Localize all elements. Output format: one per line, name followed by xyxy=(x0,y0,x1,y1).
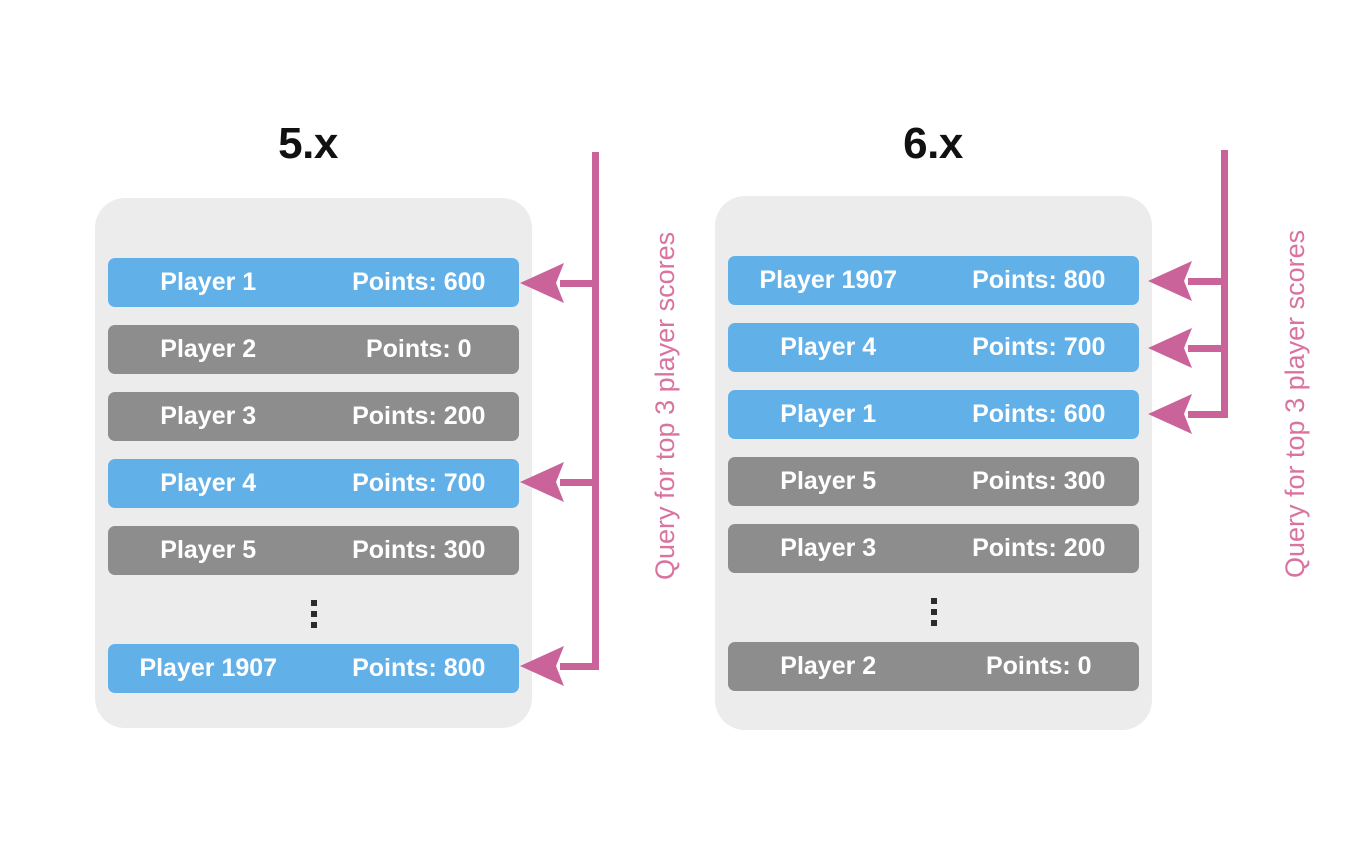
player-name: Player 5 xyxy=(780,467,877,495)
annotation-label-right: Query for top 3 player scores xyxy=(1280,229,1310,578)
column-title-6x: 6.x xyxy=(903,119,963,168)
list-item[interactable]: Player 5 Points: 300 xyxy=(108,526,519,575)
list-item[interactable]: Player 1 Points: 600 xyxy=(108,258,519,307)
column-title-5x: 5.x xyxy=(278,119,338,168)
list-item[interactable]: Player 5 Points: 300 xyxy=(728,457,1139,506)
leaderboard-panel-6x: Player 1907 Points: 800 Player 4 Points:… xyxy=(715,196,1152,730)
vertical-ellipsis-icon xyxy=(728,592,1139,632)
player-points: Points: 800 xyxy=(352,654,486,682)
player-name: Player 1 xyxy=(160,268,257,296)
player-name: Player 2 xyxy=(160,335,257,363)
list-item[interactable]: Player 4 Points: 700 xyxy=(108,459,519,508)
vertical-ellipsis-icon xyxy=(108,594,519,634)
annotation-stub-left-2 xyxy=(560,479,596,486)
player-name: Player 1907 xyxy=(139,654,278,682)
player-points: Points: 200 xyxy=(972,534,1106,562)
player-name: Player 3 xyxy=(160,402,257,430)
list-item[interactable]: Player 1 Points: 600 xyxy=(728,390,1139,439)
player-points: Points: 200 xyxy=(352,402,486,430)
player-name: Player 1 xyxy=(780,400,877,428)
player-name: Player 1907 xyxy=(759,266,898,294)
annotation-spine-left xyxy=(592,152,599,670)
annotation-label-left: Query for top 3 player scores xyxy=(650,231,680,580)
annotation-stub-right-2 xyxy=(1188,345,1224,352)
player-points: Points: 300 xyxy=(972,467,1106,495)
player-points: Points: 700 xyxy=(352,469,486,497)
list-item[interactable]: Player 3 Points: 200 xyxy=(728,524,1139,573)
list-item[interactable]: Player 3 Points: 200 xyxy=(108,392,519,441)
annotation-stub-left-3 xyxy=(560,663,596,670)
player-points: Points: 800 xyxy=(972,266,1106,294)
player-points: Points: 300 xyxy=(352,536,486,564)
player-points: Points: 0 xyxy=(365,335,472,363)
leaderboard-panel-5x: Player 1 Points: 600 Player 2 Points: 0 … xyxy=(95,198,532,728)
list-item[interactable]: Player 1907 Points: 800 xyxy=(728,256,1139,305)
annotation-spine-right xyxy=(1221,150,1228,418)
player-points: Points: 600 xyxy=(352,268,486,296)
annotation-stub-right-3 xyxy=(1188,411,1224,418)
list-item[interactable]: Player 4 Points: 700 xyxy=(728,323,1139,372)
player-points: Points: 700 xyxy=(972,333,1106,361)
annotation-stub-left-1 xyxy=(560,280,596,287)
player-points: Points: 0 xyxy=(985,652,1092,680)
player-name: Player 4 xyxy=(780,333,877,361)
player-name: Player 3 xyxy=(780,534,877,562)
annotation-stub-right-1 xyxy=(1188,278,1224,285)
list-item[interactable]: Player 1907 Points: 800 xyxy=(108,644,519,693)
list-item[interactable]: Player 2 Points: 0 xyxy=(728,642,1139,691)
player-name: Player 2 xyxy=(780,652,877,680)
player-name: Player 5 xyxy=(160,536,257,564)
list-item[interactable]: Player 2 Points: 0 xyxy=(108,325,519,374)
player-name: Player 4 xyxy=(160,469,257,497)
player-points: Points: 600 xyxy=(972,400,1106,428)
